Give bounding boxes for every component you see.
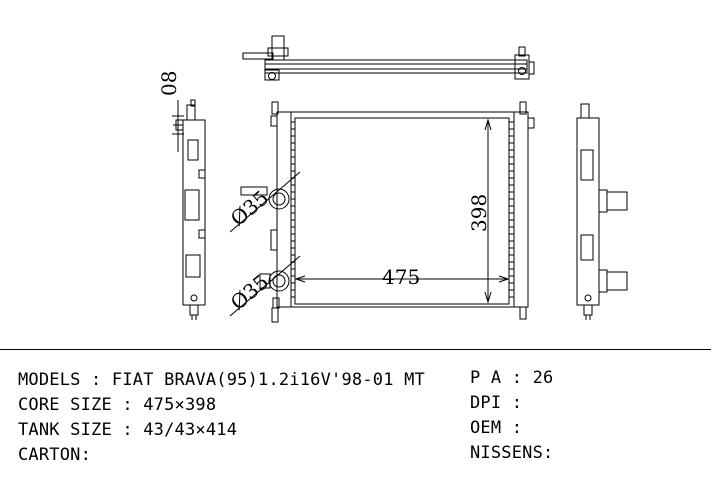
dim-diameter-upper: Ø35 xyxy=(226,186,273,231)
spec-value: 475×398 xyxy=(143,395,217,415)
spec-row: MODELS : FIAT BRAVA(95)1.2i16V'98-01 MT xyxy=(18,370,425,390)
spec-row: P A : 26 xyxy=(470,368,553,388)
tank-fins xyxy=(291,121,514,298)
left-side-view xyxy=(172,99,206,320)
spec-value: 43/43×414 xyxy=(143,420,238,440)
spec-label: DPI : xyxy=(470,393,533,413)
front-view xyxy=(229,101,535,323)
spec-value: 26 xyxy=(532,368,554,388)
spec-label: CORE SIZE : xyxy=(18,395,144,415)
spec-row: CARTON: xyxy=(18,445,91,465)
dim-height: 398 xyxy=(467,194,491,232)
spec-label: CARTON: xyxy=(18,445,92,465)
spec-row: TANK SIZE : 43/43×414 xyxy=(18,420,237,440)
spec-label: OEM : xyxy=(470,418,533,438)
divider-line xyxy=(0,349,711,350)
dim-width: 475 xyxy=(382,265,420,289)
spec-label: NISSENS: xyxy=(470,443,554,463)
spec-label: TANK SIZE : xyxy=(18,420,144,440)
top-view xyxy=(242,35,535,81)
spec-row: CORE SIZE : 475×398 xyxy=(18,395,216,415)
spec-value: FIAT BRAVA(95)1.2i16V'98-01 MT xyxy=(111,370,425,390)
spec-label: P A : xyxy=(470,368,533,388)
radiator-technical-drawing: 08 39 xyxy=(157,35,628,323)
dim-top-label: 08 xyxy=(157,71,181,96)
dim-diameter-lower: Ø35 xyxy=(226,270,273,315)
spec-row: OEM : xyxy=(470,418,533,438)
spec-label: MODELS : xyxy=(18,370,112,390)
right-side-view xyxy=(576,103,628,320)
spec-row: NISSENS: xyxy=(470,443,553,463)
spec-row: DPI : xyxy=(470,393,533,413)
